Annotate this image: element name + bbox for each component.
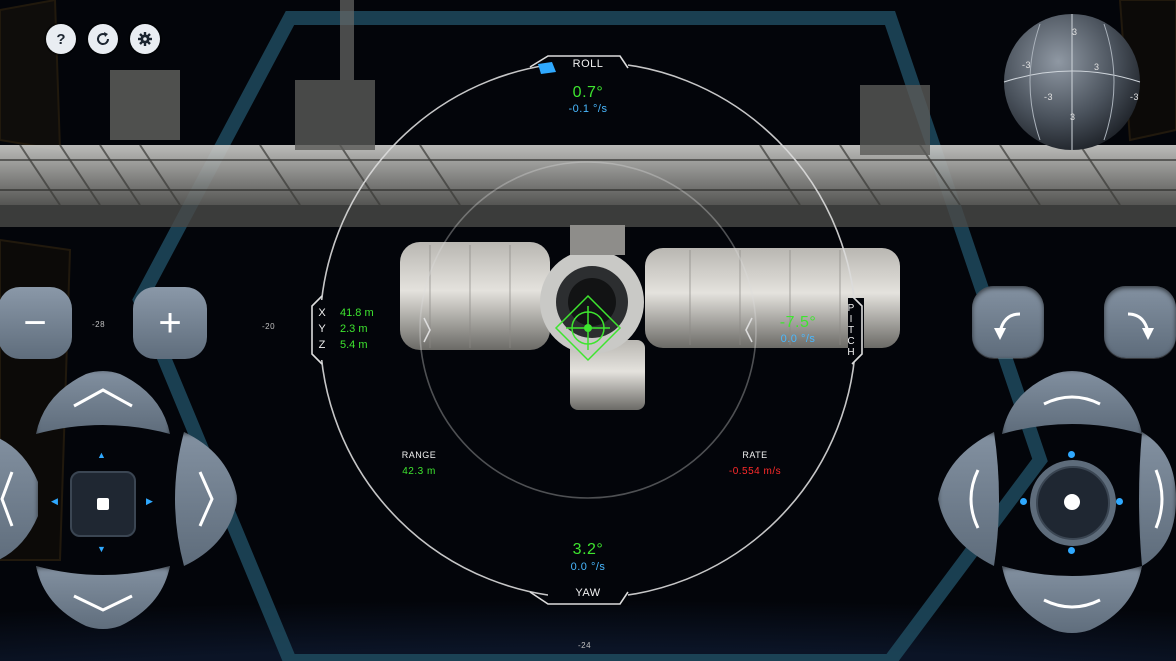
roll-label: ROLL xyxy=(572,58,604,70)
rotate-left-icon xyxy=(994,312,1021,340)
arrow-left-indicator-icon: ◀ xyxy=(51,496,58,506)
pitch-letter: I xyxy=(849,314,853,325)
range-label: RANGE xyxy=(401,450,437,460)
chevron-up-icon xyxy=(36,368,170,434)
translate-stop-button[interactable] xyxy=(70,471,136,537)
zoom-in-button[interactable]: + xyxy=(133,287,207,359)
pitch-letter: H xyxy=(847,347,855,358)
ball-mark: -3 xyxy=(1130,92,1140,102)
roll-angle: 0.7° xyxy=(572,84,604,101)
station-truss xyxy=(0,0,1176,227)
scene-mark: -24 xyxy=(578,641,592,650)
axis-x-label: X xyxy=(318,307,326,319)
x-value: 41.8 m xyxy=(340,307,374,319)
chevron-down-icon xyxy=(36,566,170,632)
chevron-right-icon xyxy=(166,432,238,566)
scene-mark: -20 xyxy=(262,322,276,331)
ball-mark: 3 xyxy=(1070,112,1076,122)
settings-button[interactable] xyxy=(130,24,160,54)
range-value: 42.3 m xyxy=(402,466,436,477)
help-button[interactable]: ? xyxy=(46,24,76,54)
zoom-out-button[interactable]: − xyxy=(0,287,72,359)
yaw-label: YAW xyxy=(575,587,601,599)
station-modules xyxy=(400,225,900,410)
arrow-right-indicator-icon: ▶ xyxy=(146,496,153,506)
rate-label: RATE xyxy=(742,450,768,460)
arc-right-icon xyxy=(1136,432,1176,566)
roll-marker xyxy=(538,62,556,74)
arc-down-icon xyxy=(1002,566,1142,636)
axis-y-label: Y xyxy=(318,323,326,335)
pitch-rate: 0.0 °/s xyxy=(780,333,816,345)
attitude-ball xyxy=(1003,14,1141,150)
center-dot-icon xyxy=(1064,494,1080,510)
refresh-icon xyxy=(97,32,110,45)
pitch-angle: -7.5° xyxy=(779,314,817,331)
pitch-letter: C xyxy=(847,336,855,347)
rotation-indicator-icon xyxy=(1068,547,1075,554)
stop-icon xyxy=(97,498,109,510)
z-value: 5.4 m xyxy=(340,339,368,351)
roll-right-button[interactable] xyxy=(1104,286,1176,358)
arrow-up-indicator-icon: ▲ xyxy=(97,450,106,460)
ball-mark: -3 xyxy=(1022,60,1032,70)
position-values: 41.8 m 2.3 m 5.4 m xyxy=(340,305,374,353)
pitch-letter: T xyxy=(847,325,855,336)
roll-rate: -0.1 °/s xyxy=(568,103,608,115)
arrow-down-indicator-icon: ▼ xyxy=(97,544,106,554)
scene-mark: -28 xyxy=(92,320,106,329)
yaw-angle: 3.2° xyxy=(572,541,604,558)
pitch-label: P I T C H xyxy=(844,303,858,358)
rotation-indicator-icon xyxy=(1116,498,1123,505)
roll-left-button[interactable] xyxy=(972,286,1044,358)
arc-up-icon xyxy=(1002,368,1142,434)
axis-z-label: Z xyxy=(318,339,326,351)
chevron-left-icon xyxy=(0,432,38,566)
reset-button[interactable] xyxy=(88,24,118,54)
gear-icon xyxy=(138,32,152,46)
rate-value: -0.554 m/s xyxy=(728,466,782,477)
y-value: 2.3 m xyxy=(340,323,368,335)
position-axes: X Y Z xyxy=(316,305,328,353)
ball-mark: 3 xyxy=(1094,62,1100,72)
yaw-rate: 0.0 °/s xyxy=(570,561,606,573)
rotation-stop-button[interactable] xyxy=(1036,466,1110,540)
ball-mark: -3 xyxy=(1044,92,1054,102)
pitch-letter: P xyxy=(847,303,855,314)
rotation-indicator-icon xyxy=(1068,451,1075,458)
rotate-right-icon xyxy=(1127,312,1154,340)
ball-mark: 3 xyxy=(1072,27,1078,37)
arc-left-icon xyxy=(938,432,1004,566)
rotation-indicator-icon xyxy=(1020,498,1027,505)
